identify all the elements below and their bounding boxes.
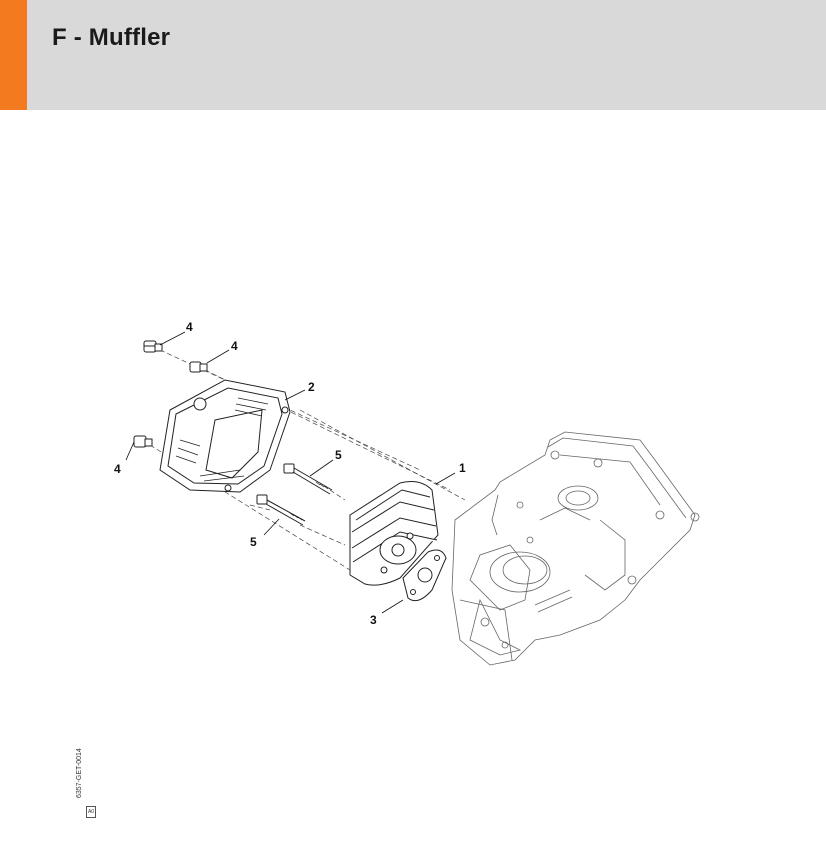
callout-4-middle: 4: [231, 339, 238, 353]
page-title: F - Muffler: [52, 24, 171, 51]
callout-4-top: 4: [186, 320, 193, 334]
callout-2: 2: [308, 380, 315, 394]
header-accent-bar: [0, 0, 27, 110]
bolt-5-lower: [256, 494, 306, 526]
screw-4-middle: [189, 361, 208, 373]
page-header: [0, 0, 826, 110]
cover-vents: [175, 397, 269, 482]
muffler-body: [349, 481, 439, 586]
assembly-lines: [149, 349, 466, 571]
callout-4-left: 4: [114, 462, 121, 476]
engine-crankcase: [451, 431, 700, 666]
screw-4-left: [133, 435, 153, 448]
callout-leaders: [125, 331, 456, 614]
callout-3: 3: [370, 613, 377, 627]
muffler-cover: [159, 379, 291, 493]
revision-box: A0: [86, 806, 96, 818]
bolt-5-upper: [283, 463, 333, 495]
document-code: 6357-GET-0014: [76, 748, 83, 798]
callout-5-upper: 5: [335, 448, 342, 462]
screw-4-top: [143, 340, 163, 353]
muffler-gasket: [402, 549, 447, 602]
callout-5-lower: 5: [250, 535, 257, 549]
callout-1: 1: [459, 461, 466, 475]
